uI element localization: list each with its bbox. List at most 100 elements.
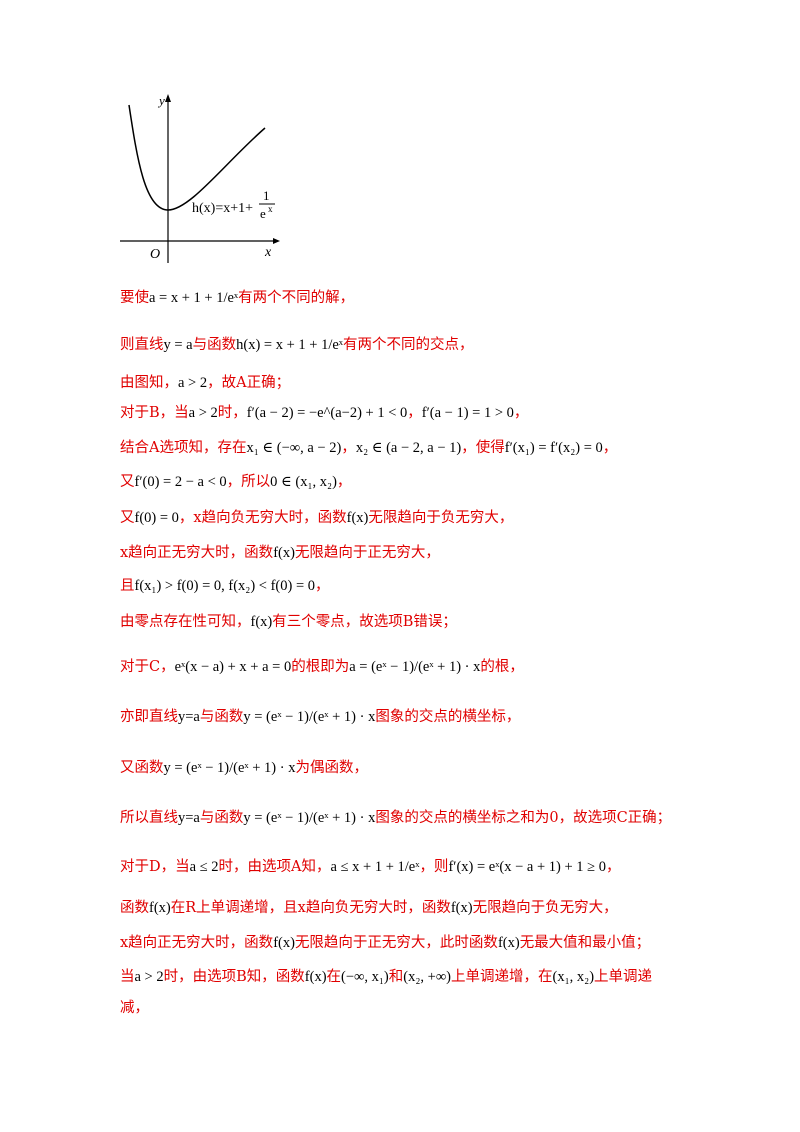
line-middle: 在 (326, 969, 342, 985)
line-suffix: ， (315, 578, 330, 594)
line-suffix: ， (513, 405, 529, 421)
math-expr: a = x + 1 + 1/eˣ (149, 290, 239, 306)
line-prefix: x趋向正无穷大时，函数 (120, 545, 274, 561)
line-prefix: 要使 (120, 290, 149, 306)
math-expr: a > 2 (134, 969, 164, 985)
solution-line: x趋向正无穷大时，函数f(x)无限趋向于正无穷大， (120, 541, 440, 562)
math-expr: (x₂, +∞) (403, 969, 451, 985)
math-expr: (x₁, x₂) (552, 969, 595, 985)
solution-line: 当a > 2时，由选项B知，函数f(x)在(−∞, x₁)和(x₂, +∞)上单… (120, 965, 652, 986)
y-axis-arrow (165, 94, 171, 102)
line-suffix: ， (605, 859, 621, 875)
line-prefix: 所以直线 (120, 810, 178, 826)
line-prefix: 对于B，当 (120, 405, 189, 421)
math-expr: y = (eˣ − 1)/(eˣ + 1) · x (243, 709, 376, 725)
line-prefix: 结合A选项知，存在 (120, 440, 247, 456)
y-axis-label: y (157, 93, 165, 108)
solution-line: 函数f(x)在R上单调递增，且x趋向负无穷大时，函数f(x)无限趋向于负无穷大， (120, 896, 618, 917)
line-prefix: 又 (120, 474, 135, 490)
line-middle: 在R上单调递增，且x趋向负无穷大时，函数 (170, 900, 451, 916)
line-suffix: ， (336, 474, 352, 490)
solution-line: 对于B，当a > 2时，f′(a − 2) = −e^(a−2) + 1 < 0… (120, 401, 528, 422)
math-expr: h(x) = x + 1 + 1/eˣ (236, 337, 343, 353)
line-prefix: 又 (120, 510, 135, 526)
math-expr: f(x) (450, 900, 473, 916)
math-expr: y=a (178, 709, 200, 725)
line-middle: 时，由选项B知，函数 (163, 969, 305, 985)
solution-line: 结合A选项知，存在x₁ ∈ (−∞, a − 2)，x₂ ∈ (a − 2, a… (120, 436, 617, 457)
graph-svg: y x O h(x)=x+1+ 1 e x (120, 93, 280, 263)
math-expr: f(x) (497, 935, 520, 951)
line-prefix: 又函数 (120, 760, 164, 776)
math-expr: x₁ ∈ (−∞, a − 2) (246, 440, 342, 456)
line-suffix: 无限趋向于负无穷大， (472, 900, 618, 916)
math-expr: f(x₁) > f(0) = 0, f(x₂) < f(0) = 0 (134, 578, 316, 594)
math-expr: f′(0) = 2 − a < 0 (134, 474, 227, 490)
line-middle: 的根即为 (291, 659, 350, 675)
math-expr: f(x) (346, 510, 369, 526)
line-prefix: x趋向正无穷大时，函数 (120, 935, 274, 951)
curve-label-den-exp: x (268, 204, 273, 214)
math-expr: f′(a − 2) = −e^(a−2) + 1 < 0 (246, 405, 408, 421)
line-suffix: 有三个零点，故选项B错误； (272, 614, 457, 630)
math-expr: f′(x) = eˣ(x − a + 1) + 1 ≥ 0 (448, 859, 606, 875)
math-expr: a = (eˣ − 1)/(eˣ + 1) · x (349, 659, 481, 675)
math-expr: y = a (163, 337, 193, 353)
solution-line: 由图知，a > 2，故A正确； (120, 371, 290, 392)
x-axis-arrow (273, 238, 280, 244)
line-prefix: 且 (120, 578, 135, 594)
solution-line: 由零点存在性可知，f(x)有三个零点，故选项B错误； (120, 610, 457, 631)
math-expr: eˣ(x − a) + x + a = 0 (174, 659, 292, 675)
math-expr: a ≤ x + 1 + 1/eˣ (330, 859, 420, 875)
line-middle: 无限趋向于正无穷大，此时函数 (294, 935, 498, 951)
line-middle: ，所以 (226, 474, 271, 490)
x-axis-label: x (264, 245, 272, 260)
line-prefix: 亦即直线 (120, 709, 178, 725)
math-expr: f(x) (273, 545, 295, 561)
line-prefix: 减， (120, 1000, 149, 1016)
solution-line: 又函数y = (eˣ − 1)/(eˣ + 1) · x为偶函数， (120, 756, 368, 777)
solution-line: 所以直线y=a与函数y = (eˣ − 1)/(eˣ + 1) · x图象的交点… (120, 806, 671, 827)
math-expr: y = (eˣ − 1)/(eˣ + 1) · x (163, 760, 296, 776)
math-expr: f′(x₁) = f′(x₂) = 0 (504, 440, 603, 456)
line-suffix: 图象的交点的横坐标， (375, 709, 521, 725)
math-expr: 0 ∈ (x₁, x₂) (270, 474, 337, 490)
line-middle: ，使得 (461, 440, 505, 456)
line-prefix: 函数 (120, 900, 149, 916)
line-suffix: 为偶函数， (295, 760, 368, 776)
curve-label-main: h(x)=x+1+ (192, 201, 253, 216)
function-graph: y x O h(x)=x+1+ 1 e x (115, 88, 285, 270)
math-expr: a > 2 (178, 375, 208, 391)
math-expr: f(x) (304, 969, 327, 985)
math-expr: f(0) = 0 (134, 510, 179, 526)
solution-line: 则直线y = a与函数h(x) = x + 1 + 1/eˣ有两个不同的交点， (120, 333, 473, 354)
math-expr: f(x) (250, 614, 273, 630)
line-middle: ，x趋向负无穷大时，函数 (178, 510, 347, 526)
origin-label: O (150, 247, 160, 262)
line-suffix: 无最大值和最小值； (519, 935, 651, 951)
line-prefix: 当 (120, 969, 135, 985)
solution-line: 对于C，eˣ(x − a) + x + a = 0的根即为a = (eˣ − 1… (120, 655, 524, 676)
line-middle: 与函数 (199, 810, 244, 826)
line-suffix: 无限趋向于负无穷大， (368, 510, 514, 526)
solution-line: 对于D，当a ≤ 2时，由选项A知，a ≤ x + 1 + 1/eˣ，则f′(x… (120, 855, 620, 876)
line-prefix: 对于C， (120, 659, 175, 675)
line-suffix: 的根， (480, 659, 524, 675)
math-expr: (−∞, x₁) (341, 969, 389, 985)
line-middle: 与函数 (199, 709, 244, 725)
line-prefix: 由图知， (120, 375, 178, 391)
solution-line: 且f(x₁) > f(0) = 0, f(x₂) < f(0) = 0， (120, 574, 330, 595)
solution-line: x趋向正无穷大时，函数f(x)无限趋向于正无穷大，此时函数f(x)无最大值和最小… (120, 931, 650, 952)
line-suffix: 无限趋向于正无穷大， (294, 545, 440, 561)
math-expr: a > 2 (188, 405, 218, 421)
line-middle: ， (341, 440, 356, 456)
math-expr: f′(a − 1) = 1 > 0 (421, 405, 514, 421)
line-middle: ， (407, 405, 422, 421)
line-prefix: 对于D，当 (120, 859, 190, 875)
line-middle: 上单调递增，在 (451, 969, 553, 985)
line-suffix: 图象的交点的横坐标之和为0，故选项C正确； (375, 810, 672, 826)
solution-line: 又f(0) = 0，x趋向负无穷大时，函数f(x)无限趋向于负无穷大， (120, 506, 513, 527)
line-suffix: 上单调递 (594, 969, 653, 985)
line-prefix: 由零点存在性可知， (120, 614, 251, 630)
math-expr: y = (eˣ − 1)/(eˣ + 1) · x (243, 810, 376, 826)
